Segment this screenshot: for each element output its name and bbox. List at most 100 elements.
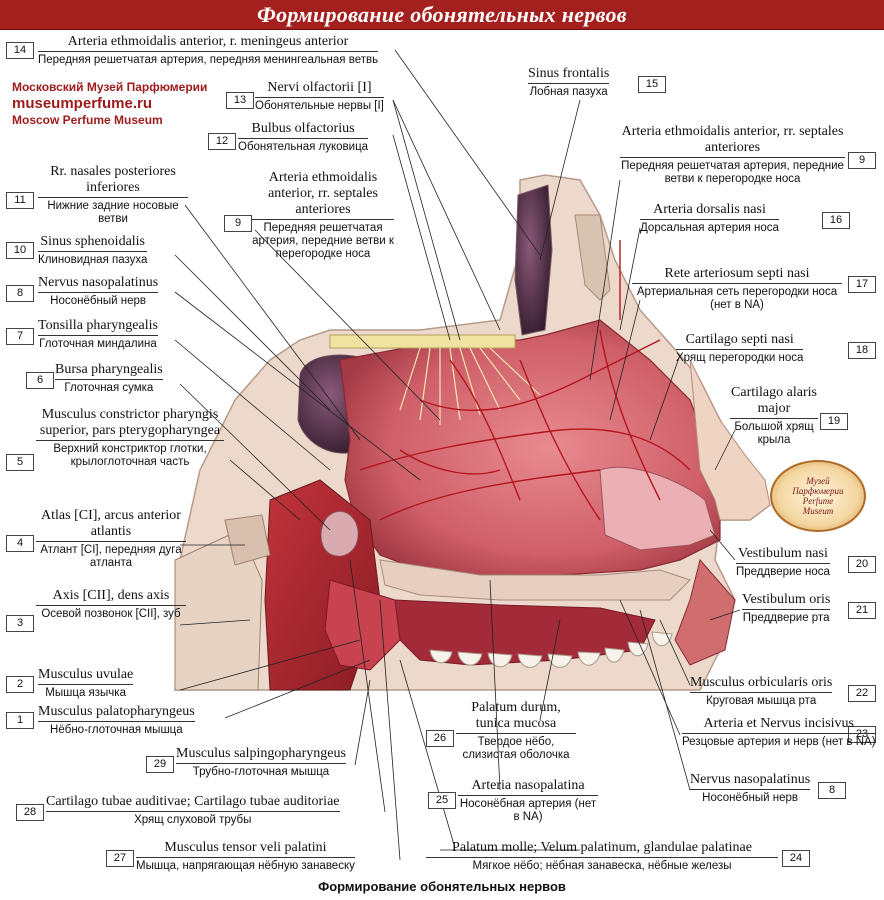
label-number: 1 [6, 712, 34, 729]
label-number: 26 [426, 730, 454, 747]
label-number: 3 [6, 615, 34, 632]
auditory-tube [320, 510, 359, 557]
label-29: Musculus salpingopharyngeus Трубно-глото… [176, 746, 346, 779]
label-russian: Дорсальная артерия носа [640, 219, 779, 235]
label-russian: Резцовые артерия и нерв (нет в NA) [682, 733, 876, 749]
label-1: Musculus palatopharyngeus Нёбно-глоточна… [38, 704, 195, 737]
label-russian: Мышца, напрягающая нёбную занавеску [136, 857, 355, 873]
label-latin: Palatum molle; Velum palatinum, glandula… [452, 840, 752, 855]
label-latin: Vestibulum oris [742, 592, 831, 607]
label-latin: Arteria nasopalatina [471, 778, 585, 793]
label-number: 11 [6, 192, 34, 209]
label-7: Tonsilla pharyngealis Глоточная миндалин… [38, 318, 158, 351]
label-18: Cartilago septi nasi Хрящ перегородки но… [676, 332, 804, 365]
label-number: 20 [848, 556, 876, 573]
label-russian: Трубно-глоточная мышца [176, 763, 346, 779]
label-9-right: Arteria ethmoidalis anterior, rr. septal… [620, 124, 845, 186]
label-russian: Верхний констриктор глотки, крылоглоточн… [36, 440, 224, 469]
label-russian: Клиновидная пазуха [38, 251, 148, 267]
label-27: Musculus tensor veli palatini Мышца, нап… [136, 840, 355, 873]
museum-name-en: Moscow Perfume Museum [12, 113, 163, 127]
septal-cartilage [599, 466, 716, 551]
label-number: 6 [26, 372, 54, 389]
label-latin: Rete arteriosum septi nasi [664, 266, 810, 281]
label-latin: Sinus frontalis [528, 66, 610, 81]
label-22: Musculus orbicularis oris Круговая мышца… [690, 675, 833, 708]
label-15: Sinus frontalis Лобная пазуха [528, 66, 610, 99]
label-5: Musculus constrictor pharyngis superior,… [36, 407, 224, 469]
label-russian: Носонёбный нерв [38, 292, 159, 308]
stamp-line-4: Museum [802, 506, 834, 516]
label-number: 24 [782, 850, 810, 867]
label-russian: Артериальная сеть перегородки носа (нет … [632, 283, 842, 312]
label-2: Musculus uvulae Мышца язычка [38, 667, 134, 700]
label-number: 27 [106, 850, 134, 867]
label-russian: Преддверие рта [742, 609, 831, 625]
label-russian: Передняя решетчатая артерия, передние ве… [620, 157, 845, 186]
label-10: Sinus sphenoidalis Клиновидная пазуха [38, 234, 148, 267]
label-russian: Мягкое нёбо; нёбная занавеска, нёбные же… [426, 857, 778, 873]
hard-palate [379, 559, 691, 601]
label-number: 9 [848, 152, 876, 169]
label-latin: Arteria ethmoidalis anterior, rr. septal… [268, 170, 378, 217]
label-russian: Преддверие носа [736, 563, 830, 579]
label-24: Palatum molle; Velum palatinum, glandula… [426, 840, 778, 873]
label-russian: Носонёбная артерия (нет в NA) [458, 795, 598, 824]
label-number: 14 [6, 42, 34, 59]
footer-caption: Формирование обонятельных нервов [318, 879, 566, 894]
label-latin: Vestibulum nasi [738, 546, 828, 561]
label-26: Palatum durum, tunica mucosa Твердое нёб… [456, 700, 576, 762]
label-latin: Tonsilla pharyngealis [38, 318, 158, 333]
label-21: Vestibulum oris Преддверие рта [742, 592, 831, 625]
label-number: 16 [822, 212, 850, 229]
upper-lip [674, 558, 736, 666]
label-latin: Musculus palatopharyngeus [38, 704, 195, 719]
label-16: Arteria dorsalis nasi Дорсальная артерия… [640, 202, 779, 235]
header-banner: Формирование обонятельных нервов [0, 0, 884, 30]
label-latin: Arteria ethmoidalis anterior, rr. septal… [621, 124, 844, 155]
label-latin: Rr. nasales posteriores inferiores [50, 164, 176, 195]
label-russian: Нижние задние носовые ветви [38, 197, 188, 226]
label-latin: Nervi olfactorii [I] [267, 80, 372, 95]
label-russian: Круговая мышца рта [690, 692, 833, 708]
label-russian: Осевой позвонок [CII], зуб [36, 605, 186, 621]
museum-watermark: Московский Музей Парфюмерии museumperfum… [12, 80, 207, 128]
label-russian: Большой хрящ крыла [730, 418, 818, 447]
label-number: 10 [6, 242, 34, 259]
label-russian: Лобная пазуха [528, 83, 610, 99]
label-russian: Обонятельные нервы [I] [255, 97, 384, 113]
label-russian: Хрящ перегородки носа [676, 349, 804, 365]
label-number: 2 [6, 676, 34, 693]
label-number: 19 [820, 413, 848, 430]
label-number: 15 [638, 76, 666, 93]
label-8-left: Nervus nasopalatinus Носонёбный нерв [38, 275, 159, 308]
label-russian: Передняя решетчатая артерия, передние ве… [252, 219, 394, 261]
label-number: 22 [848, 685, 876, 702]
label-latin: Cartilago septi nasi [685, 332, 794, 347]
label-russian: Атлант [CI], передняя дуга атланта [36, 541, 186, 570]
label-6: Bursa pharyngealis Глоточная сумка [55, 362, 163, 395]
frontal-sinus [514, 184, 553, 336]
label-number: 25 [428, 792, 456, 809]
label-number: 7 [6, 328, 34, 345]
label-number: 28 [16, 804, 44, 821]
label-11: Rr. nasales posteriores inferiores Нижни… [38, 164, 188, 226]
museum-url: museumperfume.ru [12, 95, 153, 112]
label-russian: Нёбно-глоточная мышца [38, 721, 195, 737]
label-number: 13 [226, 92, 254, 109]
label-russian: Глоточная миндалина [38, 335, 158, 351]
stamp-line-2: Парфюмерии [792, 486, 844, 496]
artery-network [359, 240, 691, 521]
label-13: Nervi olfactorii [I] Обонятельные нервы … [255, 80, 384, 113]
museum-stamp: Музей Парфюмерии Perfume Museum [770, 460, 866, 532]
label-number: 4 [6, 535, 34, 552]
label-23: Arteria et Nervus incisivus Резцовые арт… [682, 716, 876, 749]
label-4: Atlas [CI], arcus anterior atlantis Атла… [36, 508, 186, 570]
label-russian: Глоточная сумка [55, 379, 163, 395]
label-latin: Nervus nasopalatinus [38, 275, 159, 290]
stamp-line-3: Perfume [802, 496, 834, 506]
label-latin: Musculus salpingopharyngeus [176, 746, 346, 761]
soft-palate [324, 579, 401, 671]
label-russian: Носонёбный нерв [690, 789, 811, 805]
